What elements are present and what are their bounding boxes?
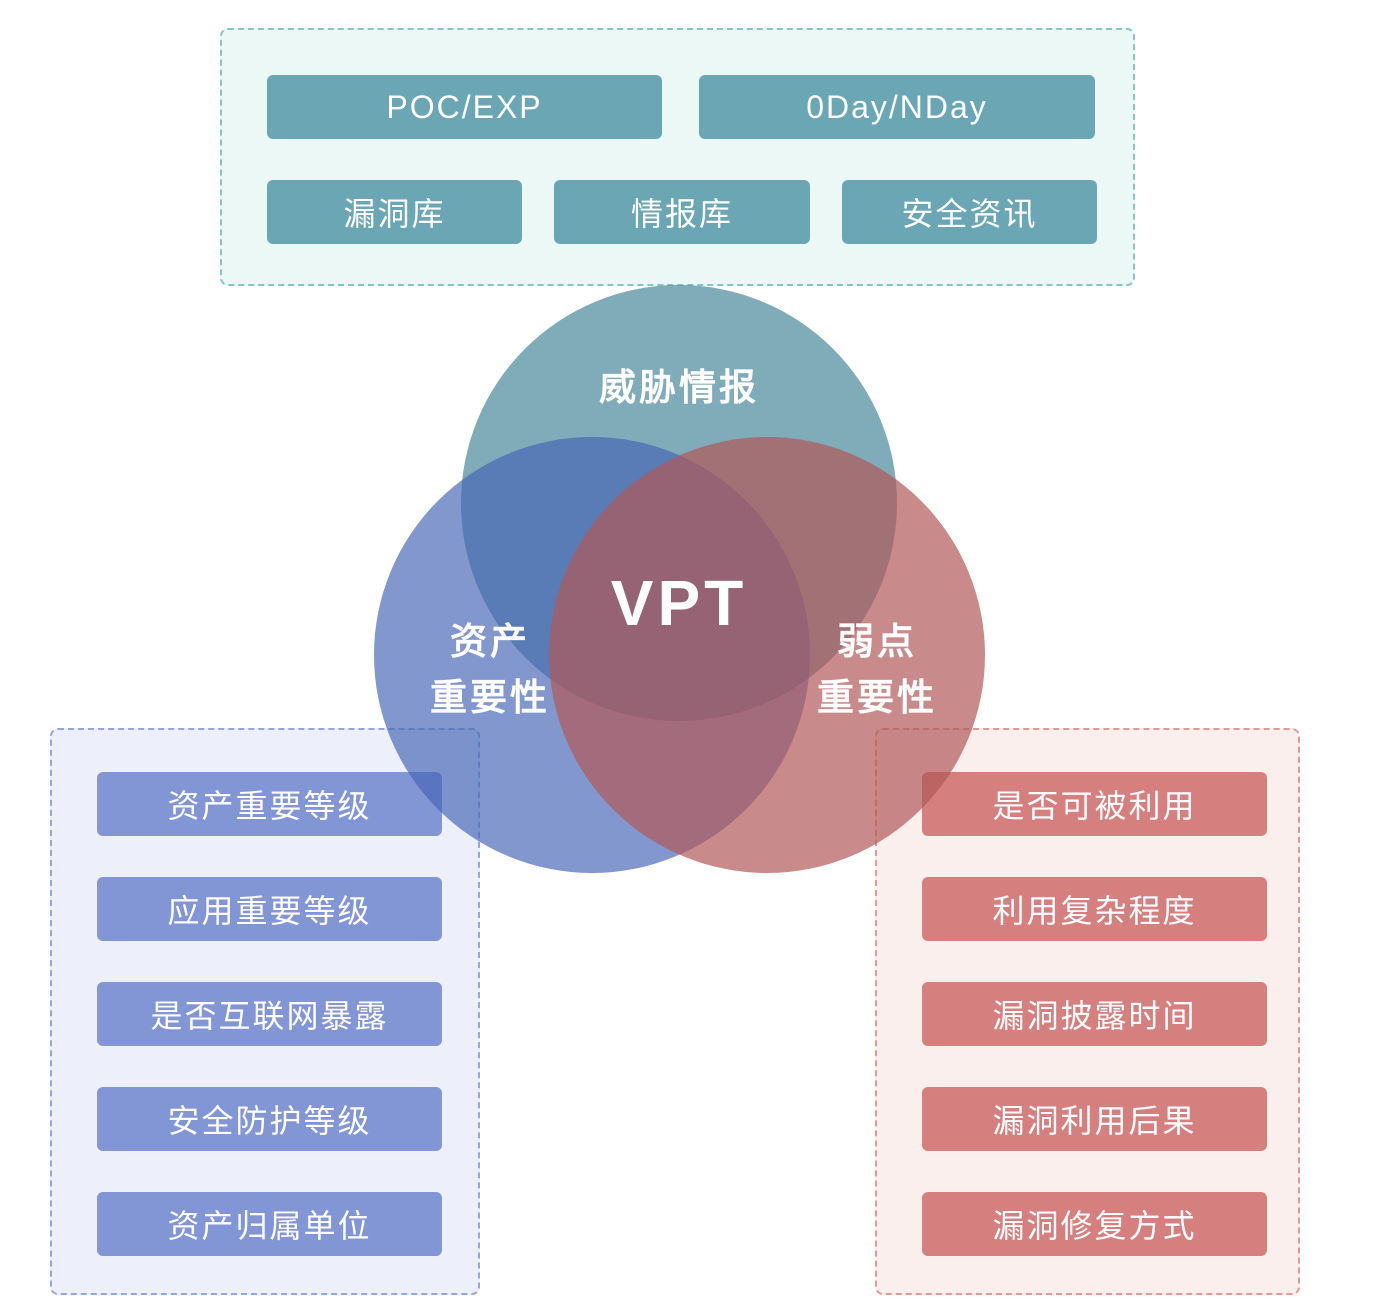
chip-asset-importance-level: 资产重要等级 — [97, 772, 442, 836]
chip-exploit-complexity: 利用复杂程度 — [922, 877, 1267, 941]
chip-security-protection-level: 安全防护等级 — [97, 1087, 442, 1151]
chip-vulnerability-db: 漏洞库 — [267, 180, 522, 244]
chip-exploit-consequence: 漏洞利用后果 — [922, 1087, 1267, 1151]
chip-security-news: 安全资讯 — [842, 180, 1097, 244]
chip-internet-exposure: 是否互联网暴露 — [97, 982, 442, 1046]
asset-importance-label: 资产 重要性 — [340, 614, 640, 726]
weakness-importance-label: 弱点 重要性 — [727, 614, 1027, 726]
weakness-label-line2: 重要性 — [817, 677, 937, 718]
threat-intel-label: 威胁情报 — [599, 367, 759, 408]
weakness-label-line1: 弱点 — [837, 621, 917, 662]
asset-label-line1: 资产 — [450, 621, 530, 662]
chip-remediation-method: 漏洞修复方式 — [922, 1192, 1267, 1256]
chip-intelligence-db: 情报库 — [554, 180, 810, 244]
asset-label-line2: 重要性 — [430, 677, 550, 718]
chip-exploitable: 是否可被利用 — [922, 772, 1267, 836]
chip-asset-owner-unit: 资产归属单位 — [97, 1192, 442, 1256]
vpt-center-label: VPT — [610, 567, 748, 639]
chip-0day-nday: 0Day/NDay — [699, 75, 1095, 139]
weakness-importance-circle — [549, 437, 985, 873]
threat-intel-panel: POC/EXP 0Day/NDay 漏洞库 情报库 安全资讯 — [220, 28, 1135, 286]
chip-disclosure-time: 漏洞披露时间 — [922, 982, 1267, 1046]
chip-poc-exp: POC/EXP — [267, 75, 662, 139]
asset-importance-panel: 资产重要等级 应用重要等级 是否互联网暴露 安全防护等级 资产归属单位 — [50, 728, 480, 1295]
chip-application-importance-level: 应用重要等级 — [97, 877, 442, 941]
weakness-importance-panel: 是否可被利用 利用复杂程度 漏洞披露时间 漏洞利用后果 漏洞修复方式 — [875, 728, 1300, 1295]
